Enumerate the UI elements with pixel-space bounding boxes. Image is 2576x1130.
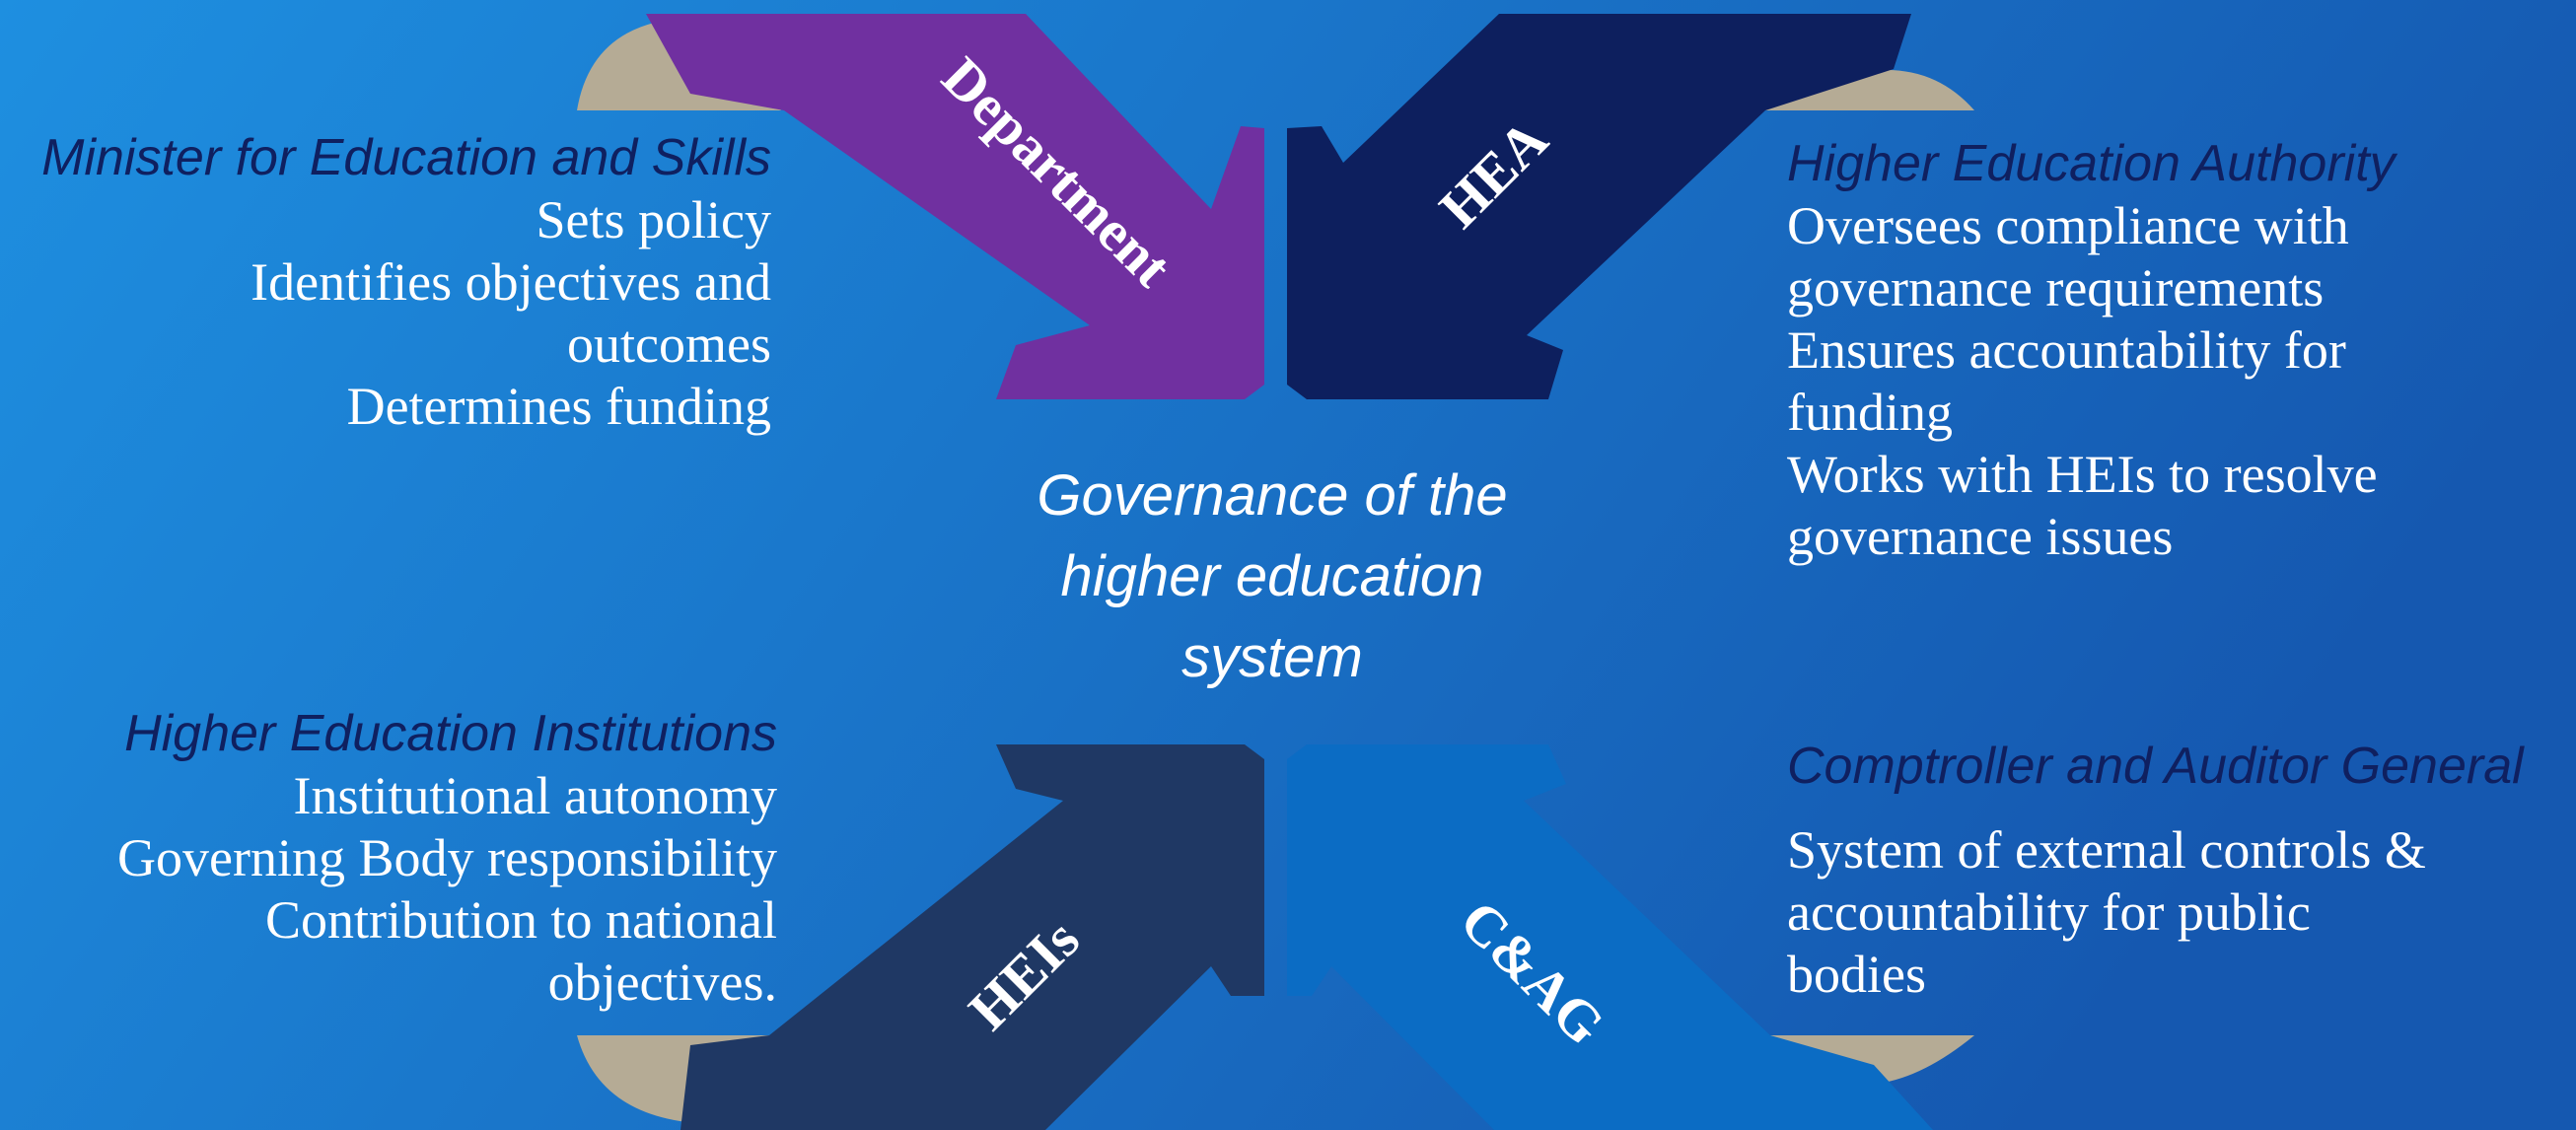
hea-line: Ensures accountability for (1787, 320, 2346, 380)
cag-arrow: C&AG (1287, 744, 1974, 1130)
center-title-line: system (1181, 625, 1363, 689)
cag-heading: Comptroller and Auditor General (1787, 738, 2524, 795)
center-title-line: higher education (1060, 544, 1484, 608)
heis-line: objectives. (547, 953, 777, 1012)
heis-line: Governing Body responsibility (117, 828, 777, 887)
minister-line: Identifies objectives and (250, 252, 771, 312)
hea-arrow-curl (1765, 70, 1974, 110)
hea-block: Higher Education Authority Oversees comp… (1787, 132, 2566, 568)
cag-arrow-body (1287, 744, 1933, 1130)
minister-line: Determines funding (346, 377, 771, 436)
cag-line: accountability for public (1787, 883, 2311, 942)
minister-line: outcomes (567, 315, 771, 374)
hea-line: Oversees compliance with (1787, 196, 2349, 255)
center-title: Governance of the higher education syste… (917, 456, 1627, 698)
hea-line: Works with HEIs to resolve (1787, 445, 2378, 504)
heis-heading: Higher Education Institutions (124, 705, 777, 762)
heis-line: Contribution to national (265, 890, 777, 950)
hea-line: governance requirements (1787, 258, 2325, 318)
cag-line: bodies (1787, 945, 1926, 1004)
minister-block: Minister for Education and Skills Sets p… (0, 126, 771, 438)
hea-line: governance issues (1787, 507, 2174, 566)
heis-line: Institutional autonomy (293, 766, 777, 825)
hea-heading: Higher Education Authority (1787, 135, 2396, 192)
hea-line: funding (1787, 383, 1953, 442)
heis-arrow-body (680, 744, 1264, 1130)
center-title-line: Governance of the (1037, 463, 1508, 528)
minister-line: Sets policy (536, 190, 772, 249)
cag-block: Comptroller and Auditor General System o… (1787, 735, 2571, 1006)
cag-line: System of external controls & (1787, 820, 2426, 880)
hea-arrow-body (1287, 14, 1911, 399)
department-arrow-body (646, 14, 1264, 399)
hea-arrow: HEA (1287, 14, 1974, 399)
heis-block: Higher Education Institutions Institutio… (0, 702, 777, 1014)
heis-arrow: HEIs (577, 744, 1264, 1130)
minister-heading: Minister for Education and Skills (41, 129, 771, 186)
